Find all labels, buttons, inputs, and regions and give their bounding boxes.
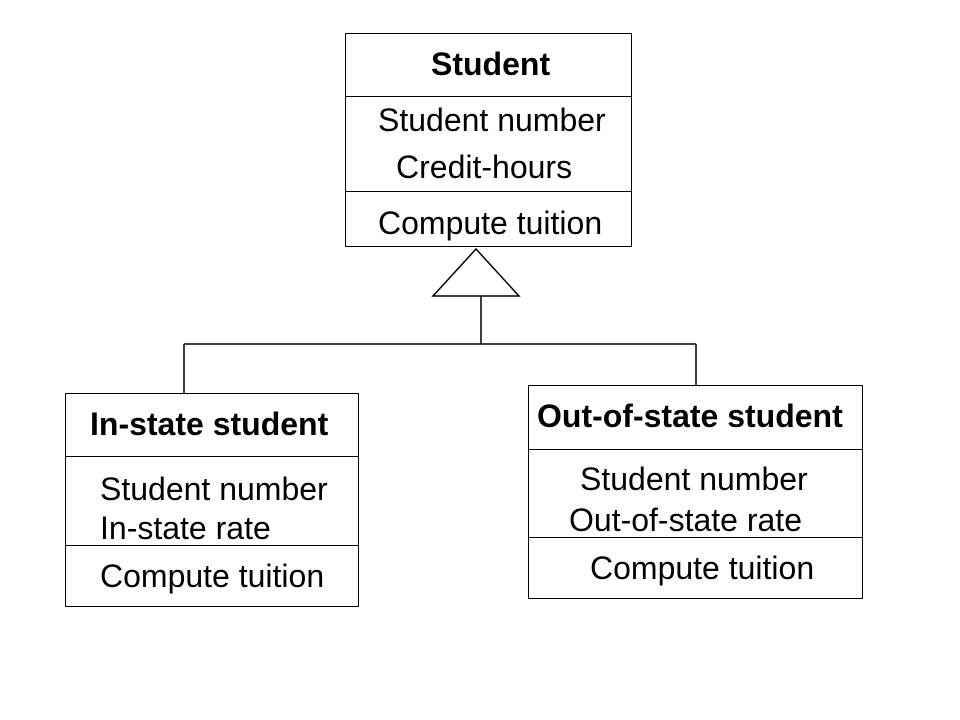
out-of-state-name-divider xyxy=(529,449,862,450)
student-name-divider xyxy=(346,96,631,97)
out-of-state-attribute-student-number: Student number xyxy=(580,461,808,497)
student-attributes-divider xyxy=(346,191,631,192)
student-attribute-credit-hours: Credit-hours xyxy=(396,149,573,185)
student-operation-compute-tuition: Compute tuition xyxy=(378,205,603,241)
in-state-operation-compute-tuition: Compute tuition xyxy=(100,558,325,594)
in-state-attribute-rate: In-state rate xyxy=(100,510,271,546)
out-of-state-attributes-divider xyxy=(529,537,862,538)
in-state-class-box xyxy=(65,393,359,607)
student-class-box xyxy=(345,33,632,247)
in-state-attributes-divider xyxy=(66,545,358,546)
in-state-name-divider xyxy=(66,456,358,457)
out-of-state-class-box xyxy=(528,385,863,599)
out-of-state-attribute-rate: Out-of-state rate xyxy=(569,502,802,538)
in-state-attribute-student-number: Student number xyxy=(100,471,328,507)
student-attribute-student-number: Student number xyxy=(378,102,606,138)
in-state-class-name: In-state student xyxy=(90,406,329,442)
out-of-state-operation-compute-tuition: Compute tuition xyxy=(590,550,815,586)
out-of-state-class-name: Out-of-state student xyxy=(537,398,843,434)
student-class-name: Student xyxy=(431,46,551,82)
inheritance-arrowhead xyxy=(431,247,521,297)
